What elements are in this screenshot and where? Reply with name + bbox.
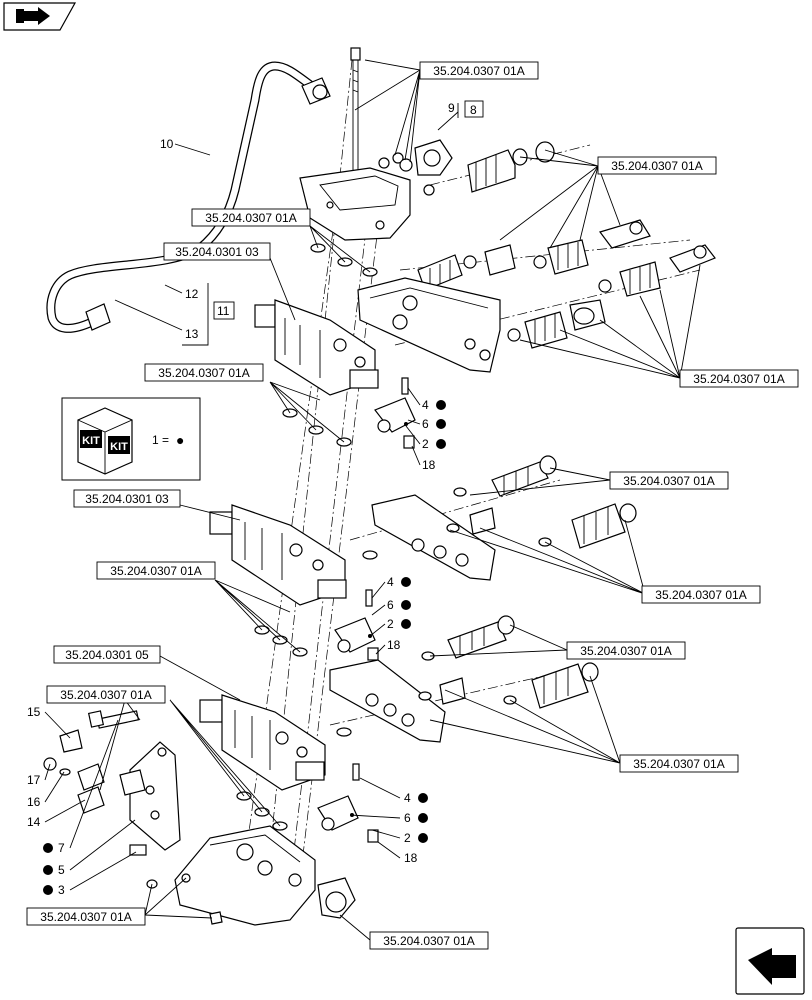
callout-3: 3 bbox=[58, 883, 65, 897]
quick-coupler bbox=[418, 662, 599, 709]
port-fittings bbox=[378, 139, 453, 196]
ref-label-11[interactable]: 35.204.0301 05 bbox=[53, 645, 161, 664]
svg-text:35.204.0307 01A: 35.204.0307 01A bbox=[383, 934, 474, 948]
callout-11: 11 bbox=[217, 304, 230, 318]
ref-label-6[interactable]: 35.204.0307 01A bbox=[679, 369, 799, 388]
quick-coupler bbox=[417, 244, 516, 291]
ref-label-1[interactable]: 35.204.0307 01A bbox=[419, 61, 539, 80]
callout-9: 9 bbox=[448, 101, 455, 115]
kit-badge-right: KIT bbox=[110, 441, 128, 453]
svg-text:35.204.0307 01A: 35.204.0307 01A bbox=[655, 588, 746, 602]
callout-18a: 18 bbox=[422, 458, 436, 472]
callout-6b: 6 bbox=[387, 598, 394, 612]
coupler-rail-bracket bbox=[329, 659, 446, 743]
next-page-arrow-icon[interactable] bbox=[735, 927, 805, 995]
ref-label-8[interactable]: 35.204.0301 03 bbox=[73, 489, 181, 508]
inlet-fitting bbox=[146, 877, 356, 925]
callout-16: 16 bbox=[27, 795, 41, 809]
control-lever-parts bbox=[374, 377, 416, 449]
svg-text:35.204.0307 01A: 35.204.0307 01A bbox=[433, 64, 524, 78]
svg-text:35.204.0307 01A: 35.204.0307 01A bbox=[623, 474, 714, 488]
callout-2c: 2 bbox=[404, 831, 411, 845]
quick-coupler bbox=[533, 219, 651, 275]
ref-label-13[interactable]: 35.204.0307 01A bbox=[566, 641, 686, 660]
ref-label-12[interactable]: 35.204.0307 01A bbox=[46, 685, 166, 704]
callout-6c: 6 bbox=[404, 811, 411, 825]
mounting-bracket bbox=[129, 741, 181, 851]
callout-14: 14 bbox=[27, 815, 41, 829]
callout-15: 15 bbox=[27, 705, 41, 719]
callout-4a: 4 bbox=[422, 398, 429, 412]
quick-coupler bbox=[598, 244, 716, 297]
callout-10: 10 bbox=[160, 137, 174, 151]
kit-legend-marker: ● bbox=[176, 432, 184, 448]
item-callouts: 10 9 8 12 11 13 4 6 2 18 4 6 2 18 4 6 2 … bbox=[27, 100, 484, 897]
kit-legend-number: 1 = bbox=[152, 433, 169, 447]
callout-4c: 4 bbox=[404, 791, 411, 805]
coupler-rail-bracket bbox=[371, 494, 496, 581]
control-lever-parts bbox=[334, 550, 379, 661]
callout-18b: 18 bbox=[387, 638, 401, 652]
svg-text:35.204.0307 01A: 35.204.0307 01A bbox=[60, 688, 151, 702]
ref-label-10[interactable]: 35.204.0307 01A bbox=[641, 585, 761, 604]
svg-text:35.204.0307 01A: 35.204.0307 01A bbox=[693, 372, 784, 386]
quick-coupler bbox=[507, 299, 606, 349]
ref-label-3[interactable]: 35.204.0307 01A bbox=[191, 208, 311, 227]
clamp-parts bbox=[43, 729, 146, 814]
ref-label-15[interactable]: 35.204.0307 01A bbox=[26, 907, 146, 926]
ref-label-7[interactable]: 35.204.0307 01A bbox=[609, 471, 729, 490]
valve-section-2 bbox=[209, 504, 347, 606]
ref-label-5[interactable]: 35.204.0307 01A bbox=[144, 363, 264, 382]
kit-box-icon bbox=[77, 407, 133, 475]
svg-text:35.204.0307 01A: 35.204.0307 01A bbox=[580, 644, 671, 658]
leader-lines bbox=[44, 59, 701, 941]
callout-12: 12 bbox=[185, 287, 199, 301]
callout-4b: 4 bbox=[387, 575, 394, 589]
kit-badge-left: KIT bbox=[82, 435, 100, 447]
svg-text:35.204.0301 03: 35.204.0301 03 bbox=[175, 245, 259, 259]
svg-text:35.204.0307 01A: 35.204.0307 01A bbox=[158, 366, 249, 380]
svg-text:35.204.0301 05: 35.204.0301 05 bbox=[65, 648, 149, 662]
coupler-rail-bracket bbox=[357, 277, 501, 373]
book-arrow-icon[interactable] bbox=[3, 2, 77, 31]
callout-2b: 2 bbox=[387, 617, 394, 631]
svg-text:35.204.0307 01A: 35.204.0307 01A bbox=[633, 757, 724, 771]
callout-6a: 6 bbox=[422, 417, 429, 431]
inlet-end-plate bbox=[174, 825, 316, 926]
callout-13: 13 bbox=[185, 327, 199, 341]
ref-label-4[interactable]: 35.204.0301 03 bbox=[163, 242, 271, 261]
callout-5: 5 bbox=[58, 863, 65, 877]
quick-coupler bbox=[467, 141, 555, 193]
callout-2a: 2 bbox=[422, 437, 429, 451]
svg-text:35.204.0307 01A: 35.204.0307 01A bbox=[611, 159, 702, 173]
bracket-bolts bbox=[87, 710, 147, 856]
quick-coupler bbox=[453, 455, 557, 497]
svg-text:35.204.0307 01A: 35.204.0307 01A bbox=[110, 564, 201, 578]
callout-17: 17 bbox=[27, 773, 41, 787]
control-lever-parts bbox=[317, 763, 379, 843]
callout-7: 7 bbox=[58, 841, 65, 855]
svg-text:35.204.0307 01A: 35.204.0307 01A bbox=[40, 910, 131, 924]
ref-label-16[interactable]: 35.204.0307 01A bbox=[369, 931, 489, 950]
ref-label-14[interactable]: 35.204.0307 01A bbox=[619, 754, 739, 773]
svg-text:35.204.0301 03: 35.204.0301 03 bbox=[85, 492, 169, 506]
callout-18c: 18 bbox=[404, 851, 418, 865]
valve-section-1 bbox=[254, 299, 379, 396]
tie-rod bbox=[350, 47, 361, 191]
callout-8: 8 bbox=[470, 103, 477, 117]
svg-text:35.204.0307 01A: 35.204.0307 01A bbox=[205, 211, 296, 225]
kit-legend: KIT KIT 1 = ● bbox=[61, 397, 201, 481]
ref-label-2[interactable]: 35.204.0307 01A bbox=[597, 156, 717, 175]
top-cover-plate bbox=[299, 167, 411, 241]
ref-label-9[interactable]: 35.204.0307 01A bbox=[96, 561, 216, 580]
valve-section-3 bbox=[199, 694, 352, 791]
quick-coupler bbox=[421, 615, 515, 661]
